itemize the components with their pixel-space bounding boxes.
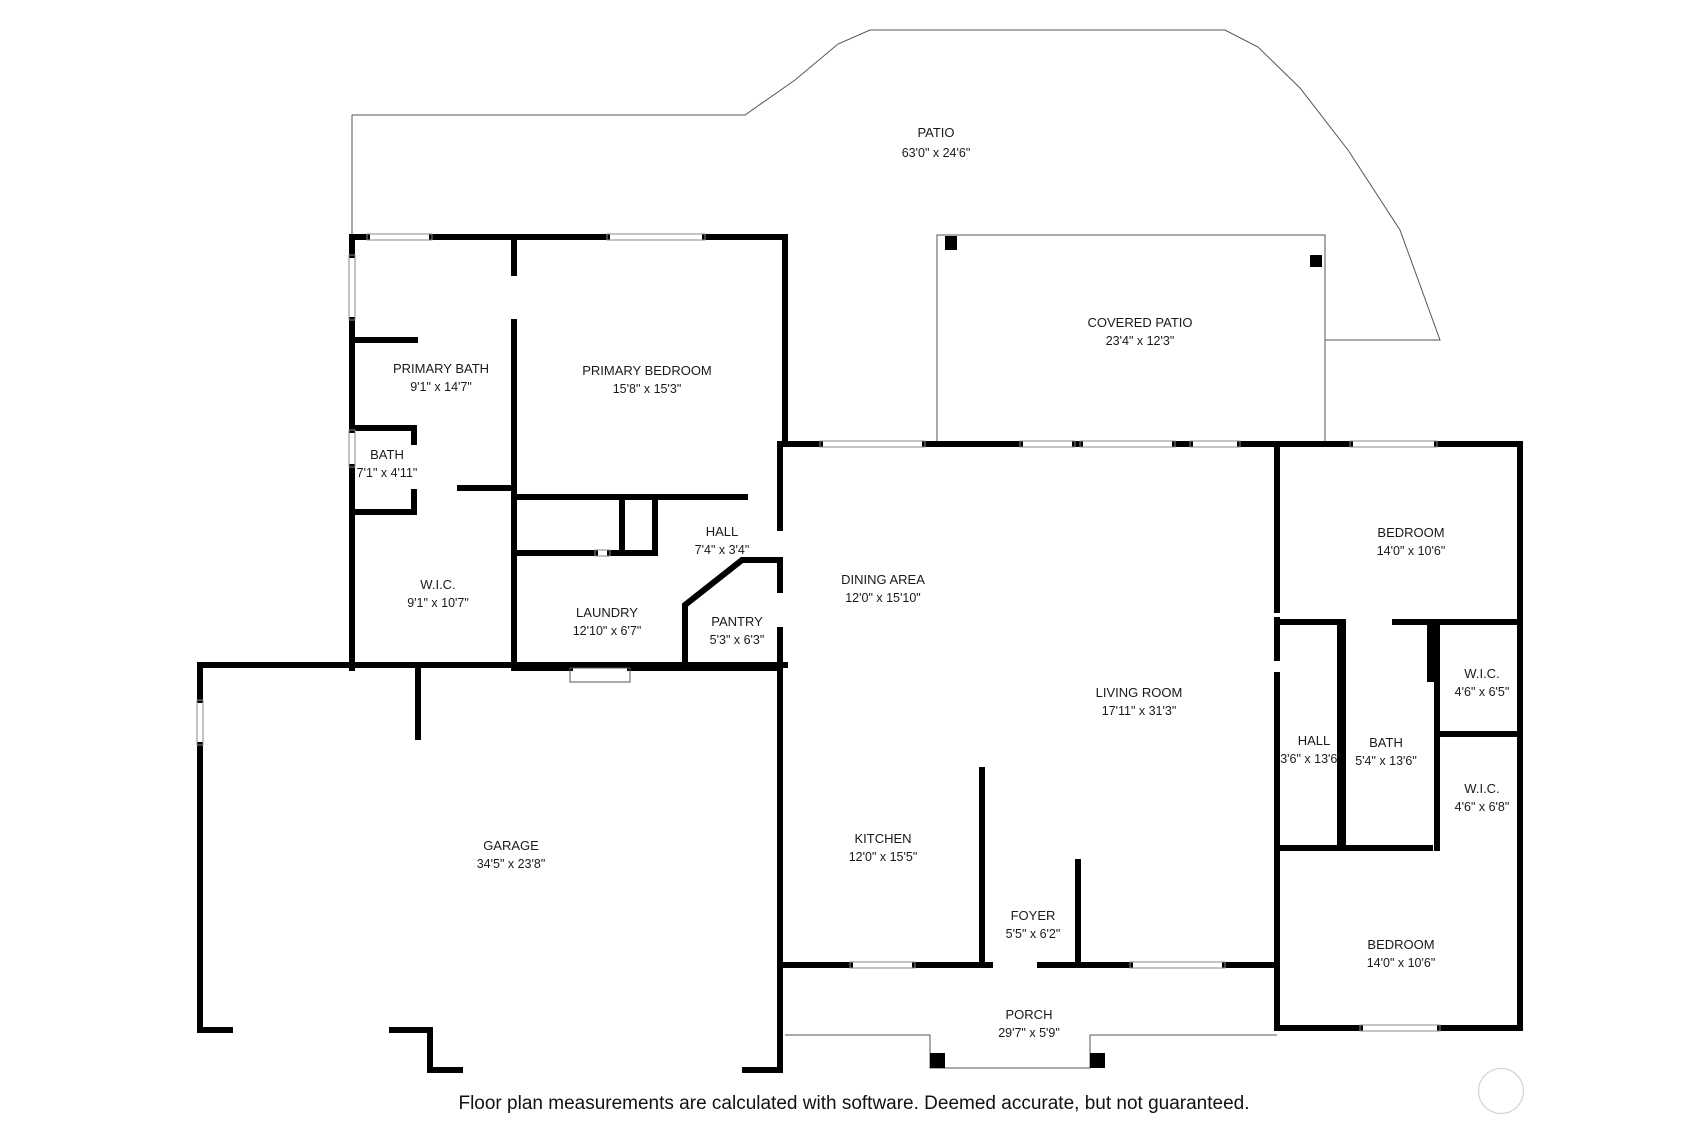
room-dims-primary-bedroom: 15'8" x 15'3" (613, 382, 682, 396)
room-dims-kitchen: 12'0" x 15'5" (849, 850, 918, 864)
room-name-hall-east: HALL (1298, 733, 1331, 748)
room-name-laundry: LAUNDRY (576, 605, 638, 620)
room-dims-living-room: 17'11" x 31'3" (1102, 704, 1177, 718)
room-name-kitchen: KITCHEN (854, 831, 911, 846)
room-name-covered-patio: COVERED PATIO (1088, 315, 1193, 330)
room-name-pantry: PANTRY (711, 614, 763, 629)
room-name-garage: GARAGE (483, 838, 539, 853)
walls (197, 234, 1523, 1073)
room-dims-bath-small: 7'1" x 4'11" (357, 466, 418, 480)
room-dims-laundry: 12'10" x 6'7" (573, 624, 642, 638)
room-dims-hall-center: 7'4" x 3'4" (695, 543, 750, 557)
porch-outline (785, 1034, 1277, 1069)
covered-patio-post (945, 236, 957, 250)
room-dims-bedroom-top: 14'0" x 10'6" (1377, 544, 1446, 558)
room-dims-primary-bath: 9'1" x 14'7" (410, 380, 472, 394)
room-dims-hall-east: 3'6" x 13'6" (1280, 752, 1342, 766)
room-name-wic-upper: W.I.C. (1464, 666, 1499, 681)
room-name-porch: PORCH (1006, 1007, 1053, 1022)
room-name-wic-lower: W.I.C. (1464, 781, 1499, 796)
room-name-hall-center: HALL (706, 524, 739, 539)
room-name-patio: PATIO (917, 125, 954, 140)
room-dims-dining-area: 12'0" x 15'10" (845, 591, 921, 605)
room-dims-wic-primary: 9'1" x 10'7" (407, 596, 469, 610)
room-name-wic-primary: W.I.C. (420, 577, 455, 592)
room-dims-covered-patio: 23'4" x 12'3" (1106, 334, 1175, 348)
room-name-living-room: LIVING ROOM (1096, 685, 1183, 700)
disclaimer-text: Floor plan measurements are calculated w… (458, 1093, 1250, 1114)
logo-badge (1478, 1068, 1524, 1114)
room-dims-patio: 63'0" x 24'6" (902, 146, 971, 160)
covered-patio-outline (936, 234, 1326, 444)
windows (196, 233, 1441, 1032)
garage-door-step (569, 667, 631, 683)
room-name-dining-area: DINING AREA (841, 572, 925, 587)
room-dims-pantry: 5'3" x 6'3" (710, 633, 765, 647)
room-dims-wic-lower: 4'6" x 6'8" (1455, 800, 1510, 814)
room-dims-porch: 29'7" x 5'9" (998, 1026, 1060, 1040)
room-dims-bath-east: 5'4" x 13'6" (1355, 754, 1417, 768)
patio-outline (352, 29, 1441, 341)
covered-patio-post (1310, 255, 1322, 267)
room-dims-bedroom-bottom: 14'0" x 10'6" (1367, 956, 1436, 970)
wall-block (1427, 622, 1440, 682)
room-dims-garage: 34'5" x 23'8" (477, 857, 546, 871)
porch-post (930, 1053, 945, 1068)
room-name-primary-bath: PRIMARY BATH (393, 361, 489, 376)
porch-post (1090, 1053, 1105, 1068)
room-name-bedroom-bottom: BEDROOM (1367, 937, 1434, 952)
room-name-bath-small: BATH (370, 447, 404, 462)
room-dims-wic-upper: 4'6" x 6'5" (1455, 685, 1510, 699)
room-name-bath-east: BATH (1369, 735, 1403, 750)
room-name-primary-bedroom: PRIMARY BEDROOM (582, 363, 712, 378)
room-dims-foyer: 5'5" x 6'2" (1006, 927, 1061, 941)
room-name-bedroom-top: BEDROOM (1377, 525, 1444, 540)
room-name-foyer: FOYER (1011, 908, 1056, 923)
room-labels: PATIO 63'0" x 24'6" COVERED PATIO 23'4" … (357, 125, 1510, 1040)
